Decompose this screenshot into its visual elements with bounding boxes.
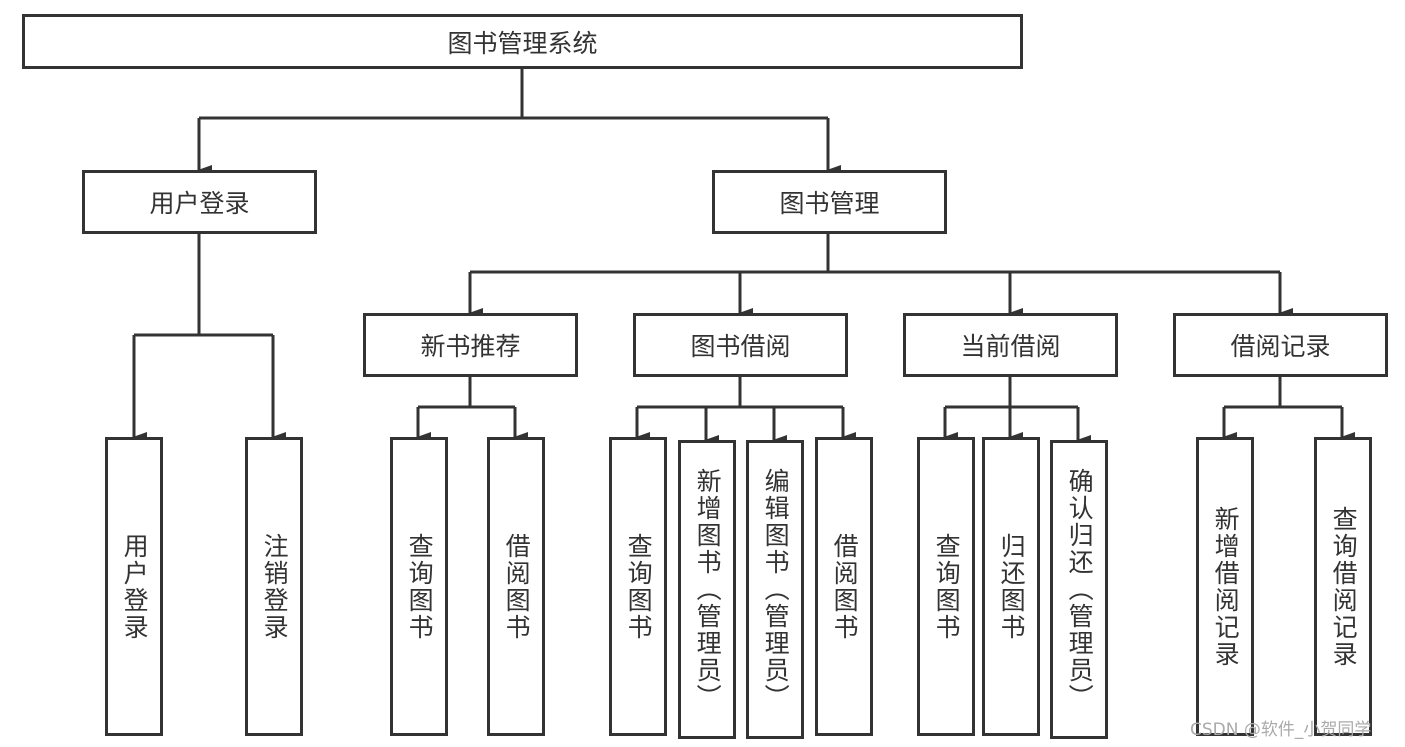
leaf-return-book: 归还图书 — [982, 437, 1040, 736]
node-label: 查询借阅记录 — [1329, 505, 1359, 668]
node-label: 新增借阅记录 — [1211, 505, 1241, 668]
leaf-query-book: 查询图书 — [390, 437, 448, 736]
watermark: CSDN @软件_小贺同学 — [1190, 720, 1372, 740]
node-borrow-record: 借阅记录 — [1173, 313, 1388, 377]
leaf-add-book-admin: 新增图书（管理员） — [678, 440, 736, 739]
node-label: 用户登录 — [120, 532, 150, 641]
node-book-management: 图书管理 — [712, 170, 947, 234]
node-label: 图书管理系统 — [447, 28, 598, 58]
node-label: 借阅记录 — [1230, 332, 1331, 361]
node-label: 新增图书（管理员） — [693, 468, 723, 711]
node-label: 用户登录 — [149, 189, 250, 218]
node-label: 借阅图书 — [502, 532, 532, 641]
node-book-borrow: 图书借阅 — [633, 313, 848, 377]
root-node: 图书管理系统 — [22, 14, 1023, 69]
leaf-logout: 注销登录 — [245, 437, 303, 736]
node-label: 图书借阅 — [690, 332, 791, 361]
leaf-query-book: 查询图书 — [917, 437, 975, 736]
leaf-query-borrow-record: 查询借阅记录 — [1314, 437, 1372, 736]
node-label: 借阅图书 — [830, 532, 860, 641]
node-label: 当前借阅 — [960, 332, 1061, 361]
node-label: 归还图书 — [997, 532, 1027, 641]
node-user-login: 用户登录 — [82, 170, 317, 234]
leaf-confirm-return-admin: 确认归还（管理员） — [1050, 440, 1108, 739]
node-label: 图书管理 — [779, 189, 880, 218]
node-label: 新书推荐 — [420, 332, 521, 361]
leaf-query-book: 查询图书 — [609, 437, 667, 736]
leaf-add-borrow-record: 新增借阅记录 — [1196, 437, 1254, 736]
leaf-edit-book-admin: 编辑图书（管理员） — [746, 440, 804, 739]
node-current-borrow: 当前借阅 — [903, 313, 1118, 377]
node-label: 注销登录 — [260, 532, 290, 641]
node-label: 编辑图书（管理员） — [761, 468, 791, 711]
node-new-book-recommend: 新书推荐 — [363, 313, 578, 377]
leaf-borrow-book: 借阅图书 — [815, 437, 873, 736]
node-label: 查询图书 — [932, 532, 962, 641]
node-label: 查询图书 — [624, 532, 654, 641]
node-label: 查询图书 — [405, 532, 435, 641]
node-label: 确认归还（管理员） — [1065, 468, 1095, 711]
leaf-user-login: 用户登录 — [105, 437, 163, 736]
leaf-borrow-book: 借阅图书 — [487, 437, 545, 736]
